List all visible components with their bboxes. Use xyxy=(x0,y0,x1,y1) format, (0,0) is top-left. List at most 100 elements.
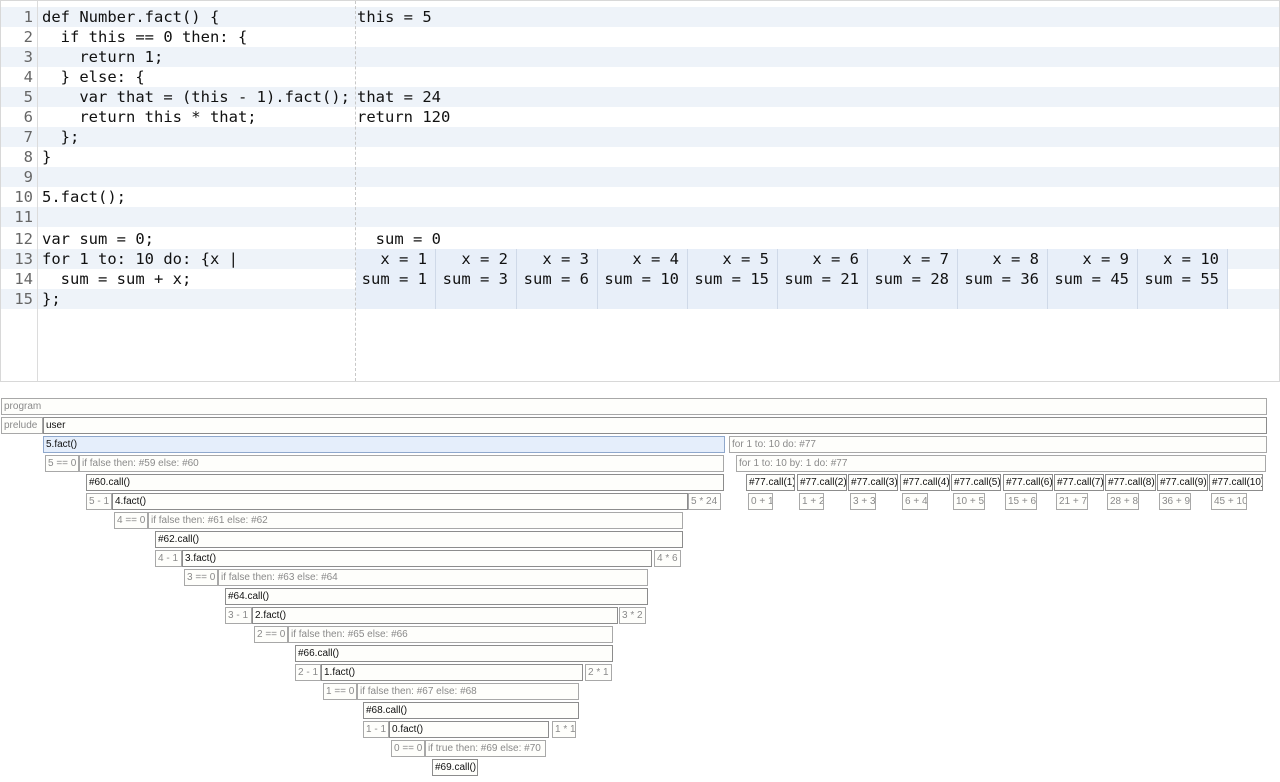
trace-node-loop-call[interactable]: #77.call(8) xyxy=(1105,474,1156,491)
trace-node-loop-call[interactable]: #77.call(3) xyxy=(848,474,898,491)
trace-node-branch[interactable]: if true then: #69 else: #70 xyxy=(425,740,546,757)
loop-x-value: x = 10 xyxy=(1163,250,1219,268)
trace-node-fact-call[interactable]: 5.fact() xyxy=(43,436,725,453)
trace-node-test[interactable]: 0 == 0 xyxy=(391,740,425,757)
trace-node-branch[interactable]: if false then: #67 else: #68 xyxy=(357,683,579,700)
trace-node-multiply[interactable]: 3 * 2 xyxy=(619,607,646,624)
trace-node-add[interactable]: 0 + 1 xyxy=(748,493,773,510)
trace-node-loop-call[interactable]: #77.call(1) xyxy=(746,474,795,491)
code-line-7[interactable]: 7 }; xyxy=(1,127,1279,147)
trace-node-add[interactable]: 6 + 4 xyxy=(902,493,928,510)
code-text[interactable]: if this == 0 then: { xyxy=(42,28,248,46)
trace-node-fact-call[interactable]: 2.fact() xyxy=(252,607,618,624)
code-text[interactable]: return this * that; xyxy=(42,108,257,126)
code-line-6[interactable]: 6 return this * that; xyxy=(1,107,1279,127)
trace-node-test[interactable]: 2 == 0 xyxy=(254,626,288,643)
trace-node-fact-call[interactable]: 3.fact() xyxy=(182,550,652,567)
trace-node-block-call[interactable]: #69.call() xyxy=(432,759,478,776)
code-text[interactable]: }; xyxy=(42,128,80,146)
trace-node-loop[interactable]: for 1 to: 10 do: #77 xyxy=(729,436,1267,453)
trace-node-block-call[interactable]: #66.call() xyxy=(295,645,613,662)
trace-node-subtract[interactable]: 5 - 1 xyxy=(86,493,112,510)
trace-node-loop-call[interactable]: #77.call(5) xyxy=(951,474,1001,491)
trace-node-subtract[interactable]: 4 - 1 xyxy=(155,550,182,567)
code-text[interactable]: } xyxy=(42,148,52,166)
code-text[interactable]: } else: { xyxy=(42,68,145,86)
trace-node-add[interactable]: 10 + 5 xyxy=(953,493,985,510)
trace-node-fact-call[interactable]: 1.fact() xyxy=(321,664,583,681)
trace-node-prelude[interactable]: prelude xyxy=(1,417,43,434)
trace-node-add[interactable]: 3 + 3 xyxy=(850,493,876,510)
trace-node-multiply[interactable]: 5 * 24 xyxy=(688,493,721,510)
line-number: 6 xyxy=(23,108,33,126)
trace-node-user[interactable]: user xyxy=(43,417,1267,434)
trace-node-test[interactable]: 3 == 0 xyxy=(184,569,218,586)
trace-node-loop-call[interactable]: #77.call(9) xyxy=(1157,474,1208,491)
trace-node-multiply[interactable]: 1 * 1 xyxy=(552,721,576,738)
trace-node-add[interactable]: 36 + 9 xyxy=(1159,493,1191,510)
trace-node-block-call[interactable]: #64.call() xyxy=(225,588,648,605)
trace-node-branch[interactable]: if false then: #61 else: #62 xyxy=(148,512,683,529)
code-line-8[interactable]: 8} xyxy=(1,147,1279,167)
code-line-4[interactable]: 4 } else: { xyxy=(1,67,1279,87)
code-text[interactable]: def Number.fact() { xyxy=(42,8,220,26)
code-line-5[interactable]: 5 var that = (this - 1).fact(); xyxy=(1,87,1279,107)
trace-node-block-call[interactable]: #60.call() xyxy=(86,474,724,491)
trace-node-add[interactable]: 45 + 10 xyxy=(1211,493,1247,510)
trace-node-branch[interactable]: if false then: #63 else: #64 xyxy=(218,569,648,586)
code-line-2[interactable]: 2 if this == 0 then: { xyxy=(1,27,1279,47)
code-line-9[interactable]: 9 xyxy=(1,167,1279,187)
code-text[interactable]: 5.fact(); xyxy=(42,188,126,206)
code-text[interactable]: return 1; xyxy=(42,48,164,66)
trace-node-fact-call[interactable]: 4.fact() xyxy=(112,493,688,510)
loop-sum-value: sum = 15 xyxy=(694,270,769,288)
trace-node-program[interactable]: program xyxy=(1,398,1267,415)
trace-node-multiply[interactable]: 4 * 6 xyxy=(654,550,681,567)
line-number: 14 xyxy=(14,270,33,288)
trace-node-loop-call[interactable]: #77.call(10) xyxy=(1209,474,1263,491)
code-text[interactable]: for 1 to: 10 do: {x | xyxy=(42,250,238,268)
trace-node-test[interactable]: 4 == 0 xyxy=(114,512,148,529)
trace-node-loop-call[interactable]: #77.call(7) xyxy=(1054,474,1104,491)
trace-node-test[interactable]: 5 == 0 xyxy=(45,455,79,472)
trace-node-branch[interactable]: if false then: #65 else: #66 xyxy=(288,626,613,643)
trace-node-fact-call[interactable]: 0.fact() xyxy=(389,721,549,738)
trace-node-branch[interactable]: if false then: #59 else: #60 xyxy=(79,455,724,472)
trace-node-add[interactable]: 1 + 2 xyxy=(799,493,824,510)
code-line-14[interactable]: 14 sum = sum + x; xyxy=(1,269,1279,289)
code-text[interactable]: }; xyxy=(42,290,61,308)
code-text[interactable]: var that = (this - 1).fact(); xyxy=(42,88,350,106)
trace-node-test[interactable]: 1 == 0 xyxy=(323,683,357,700)
trace-node-add[interactable]: 15 + 6 xyxy=(1005,493,1037,510)
trace-node-loop-call[interactable]: #77.call(2) xyxy=(797,474,847,491)
code-line-3[interactable]: 3 return 1; xyxy=(1,47,1279,67)
trace-node-loop-by[interactable]: for 1 to: 10 by: 1 do: #77 xyxy=(736,455,1266,472)
trace-node-multiply[interactable]: 2 * 1 xyxy=(585,664,612,681)
trace-node-add[interactable]: 28 + 8 xyxy=(1107,493,1139,510)
trace-node-add[interactable]: 21 + 7 xyxy=(1056,493,1088,510)
trace-node-subtract[interactable]: 2 - 1 xyxy=(295,664,321,681)
trace-node-subtract[interactable]: 3 - 1 xyxy=(225,607,252,624)
trace-node-loop-call[interactable]: #77.call(6) xyxy=(1003,474,1053,491)
code-text[interactable]: var sum = 0; xyxy=(42,230,154,248)
trace-node-loop-call[interactable]: #77.call(4) xyxy=(900,474,950,491)
trace-node-block-call[interactable]: #68.call() xyxy=(363,702,579,719)
trace-node-block-call[interactable]: #62.call() xyxy=(155,531,683,548)
code-text[interactable]: sum = sum + x; xyxy=(42,270,192,288)
trace-node-subtract[interactable]: 1 - 1 xyxy=(363,721,389,738)
code-line-11[interactable]: 11 xyxy=(1,207,1279,227)
